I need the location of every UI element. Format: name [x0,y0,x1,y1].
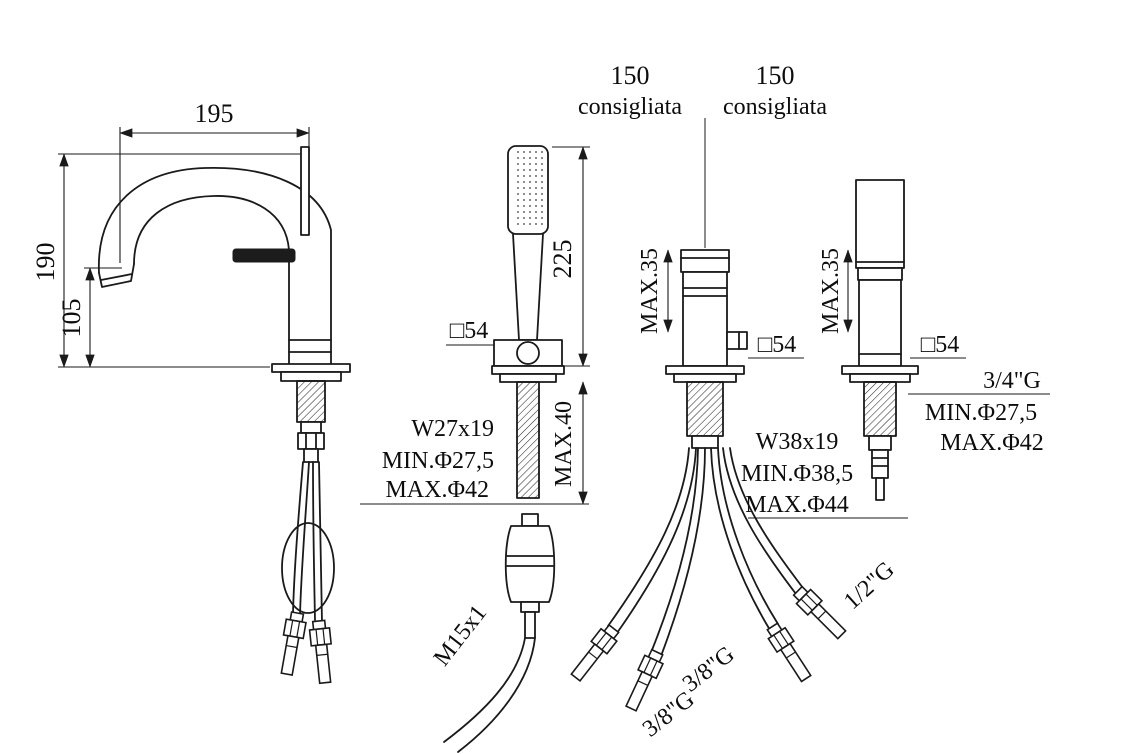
square54-handle-label: □54 [921,332,960,358]
connector-nipple [521,513,539,527]
g38-a-label: 3/8"G [678,641,740,697]
diverter-cap [680,249,730,273]
diverter-knob [726,331,748,350]
handshower-threaded-tube [516,381,540,499]
hose-fitting [307,619,336,685]
thread-mid-label: W38x19 [756,429,839,455]
diverter-hose-1 [607,447,690,627]
spacing-left-note: consigliata [578,94,682,120]
joystick-rod [300,146,310,236]
handle-cartridge [871,449,889,479]
dim-225-label: 225 [548,240,577,279]
minhole-right-label: MIN.Φ27,5 [925,400,1037,426]
spout-threaded-shank [296,380,326,423]
max35-handle-label: MAX.35 [818,248,844,334]
hose-fitting [621,647,668,714]
hose-fitting [790,583,850,643]
spacing-left-value: 150 [611,61,650,90]
spout-hose [292,461,304,615]
maxhole-mid-label: MAX.Φ44 [745,492,849,518]
thread-right-label: 3/4"G [983,368,1041,394]
dim-190-label: 190 [31,243,60,282]
hose-bracket [281,522,335,614]
m15x1-label: M15x1 [429,600,492,671]
maxhole-left-label: MAX.Φ42 [385,477,489,503]
square54-wand-label: □54 [450,318,489,344]
max40-label: MAX.40 [551,401,577,487]
hose-fitting [276,610,309,677]
dimension-lines [58,118,1050,519]
maxhole-right-label: MAX.Φ42 [940,430,1044,456]
hose-fitting [566,621,623,685]
handle-body [858,279,902,367]
labels: 195 190 105 150 consigliata 150 consigli… [31,61,1044,743]
diverter-hose-4 [722,447,797,595]
max35-diverter-label: MAX.35 [637,248,663,334]
handshower-grip [512,233,544,341]
spacing-right-value: 150 [756,61,795,90]
minhole-mid-label: MIN.Φ38,5 [741,461,853,487]
g38-b-label: 3/8"G [638,686,700,742]
thread-left-label: W27x19 [411,416,494,442]
lever-handle [232,248,296,263]
minhole-left-label: MIN.Φ27,5 [382,448,494,474]
hose-fitting [763,620,816,685]
handle-threaded-shank [863,381,897,437]
handle-assembly [841,179,919,501]
diverter-base-plate [665,365,745,375]
diverter-threaded-shank [686,381,724,437]
dim-105-label: 105 [57,299,86,338]
handle-base-plate [841,365,919,375]
handshower-hose [443,637,526,743]
dim-195-label: 195 [195,99,234,128]
square54-diverter-label: □54 [758,332,797,358]
hose-connector-body [504,525,556,603]
g12-label: 1/2"G [839,557,899,615]
handle-grip [855,179,905,269]
spacing-right-note: consigliata [723,94,827,120]
handshower-base-plate [491,365,565,375]
spray-face [513,151,543,229]
spout-assembly [98,146,351,685]
diverter-assembly [566,249,850,714]
handshower-assembly [443,145,565,753]
diverter-hose-2 [651,447,699,651]
diverter-body [682,271,728,367]
diverter-hose-3 [710,447,771,631]
spout-base-plate [271,363,351,373]
